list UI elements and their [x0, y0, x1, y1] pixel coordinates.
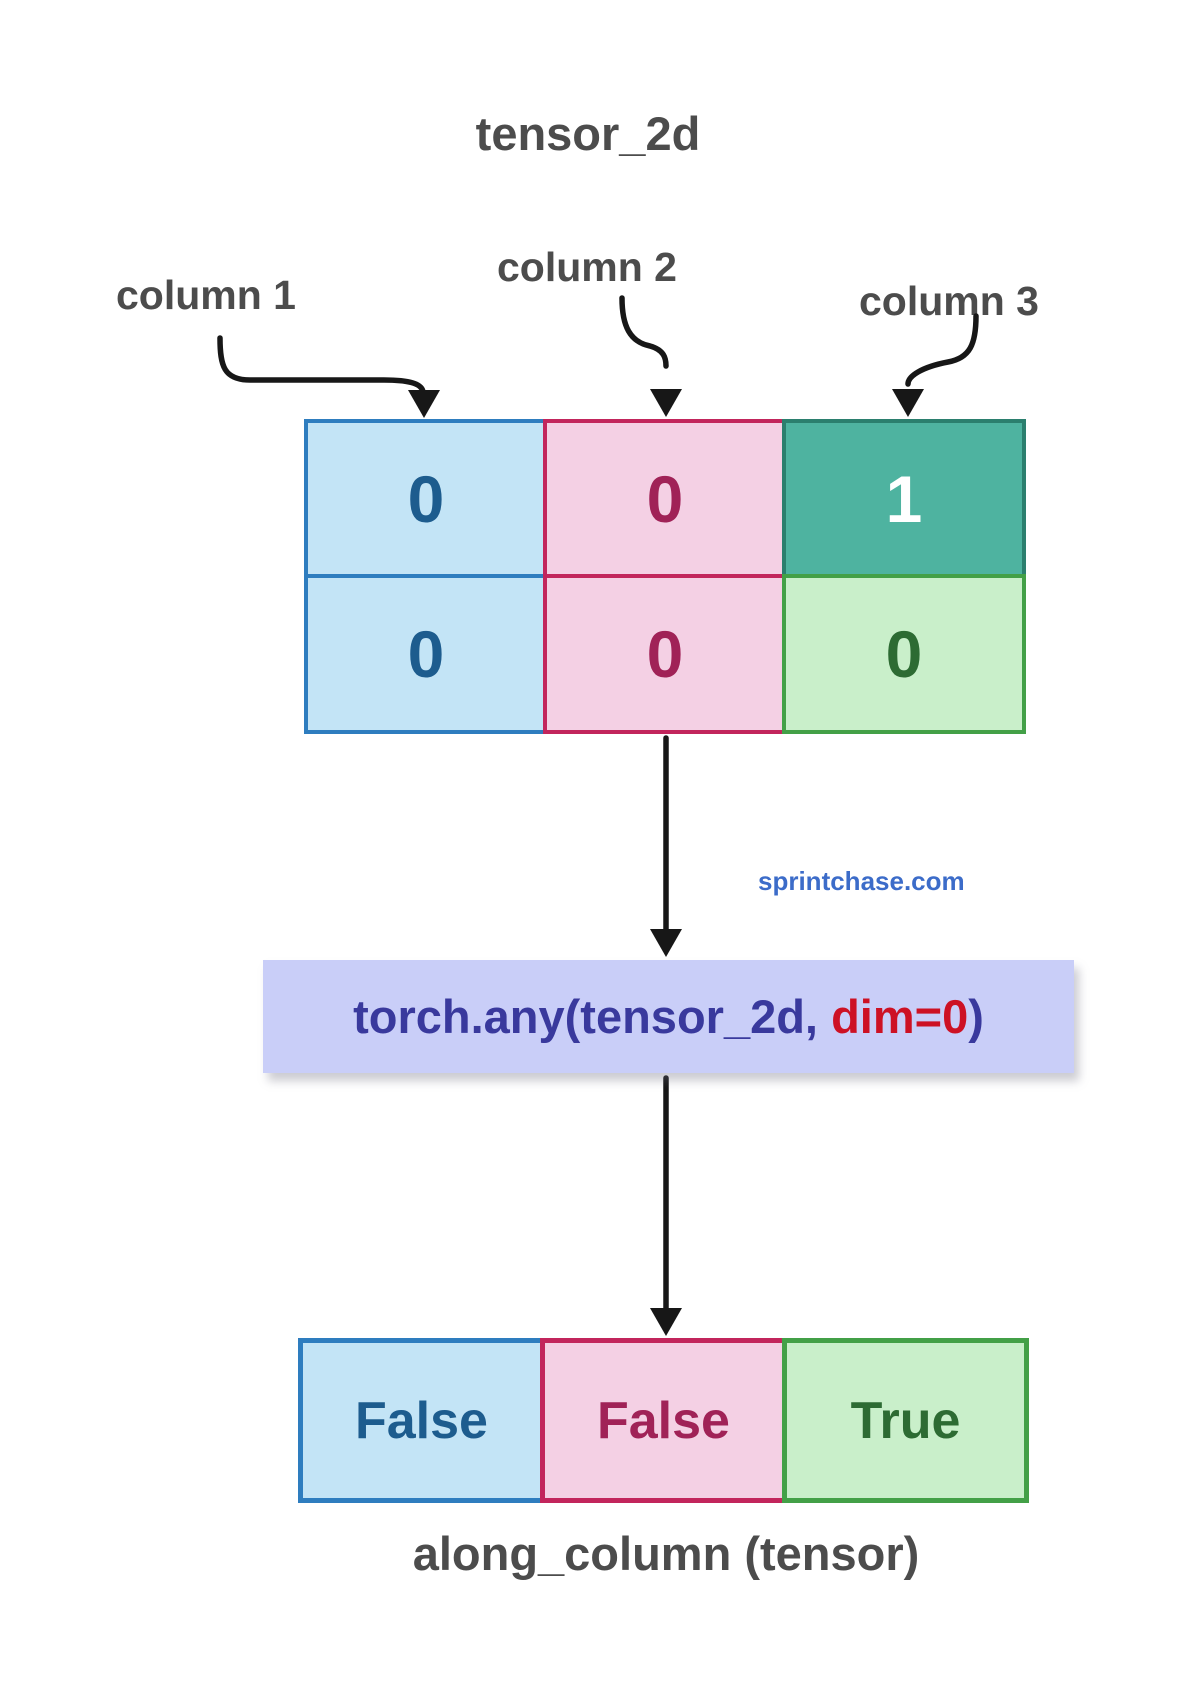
- torch-any-code-box: torch.any(tensor_2d, dim=0): [263, 960, 1074, 1073]
- column-3-label: column 3: [859, 278, 1039, 324]
- column-2-arrowhead: [650, 389, 682, 417]
- tensor-cell-value: 0: [407, 462, 445, 536]
- result-cell-value: False: [355, 1391, 488, 1450]
- code-dim-arg: dim=0: [831, 990, 969, 1043]
- tensor-cell-r0c2: 1: [782, 419, 1026, 579]
- op-to-result-arrowhead: [650, 1308, 682, 1336]
- result-cell-value: False: [597, 1391, 730, 1450]
- column-1-label: column 1: [116, 272, 296, 318]
- watermark: sprintchase.com: [758, 866, 965, 896]
- result-label: along_column (tensor): [412, 1527, 920, 1580]
- tensor-cell-r1c0: 0: [304, 574, 548, 734]
- tensor-to-op-arrowhead: [650, 929, 682, 957]
- result-cell-c2: True: [782, 1338, 1029, 1503]
- result-cell-c0: False: [298, 1338, 545, 1503]
- tensor-cell-r0c0: 0: [304, 419, 548, 579]
- column-2-label: column 2: [497, 244, 677, 290]
- tensor-cell-r1c2: 0: [782, 574, 1026, 734]
- result-cell-value: True: [850, 1391, 961, 1450]
- tensor-cell-value: 0: [646, 617, 684, 691]
- code-prefix: torch.any(tensor_2d,: [353, 990, 832, 1043]
- column-1-arrow: [217, 335, 426, 395]
- result-cell-c1: False: [540, 1338, 787, 1503]
- tensor-cell-value: 0: [407, 617, 445, 691]
- tensor-title: tensor_2d: [475, 107, 701, 160]
- column-1-arrowhead: [408, 390, 440, 418]
- tensor-cell-value: 1: [885, 462, 923, 536]
- tensor-cell-r1c1: 0: [543, 574, 787, 734]
- code-suffix: ): [968, 990, 984, 1043]
- column-3-arrow: [905, 313, 979, 387]
- column-2-arrow: [619, 295, 669, 369]
- tensor-cell-value: 0: [646, 462, 684, 536]
- column-3-arrowhead: [892, 389, 924, 417]
- tensor-cell-r0c1: 0: [543, 419, 787, 579]
- tensor-cell-value: 0: [885, 617, 923, 691]
